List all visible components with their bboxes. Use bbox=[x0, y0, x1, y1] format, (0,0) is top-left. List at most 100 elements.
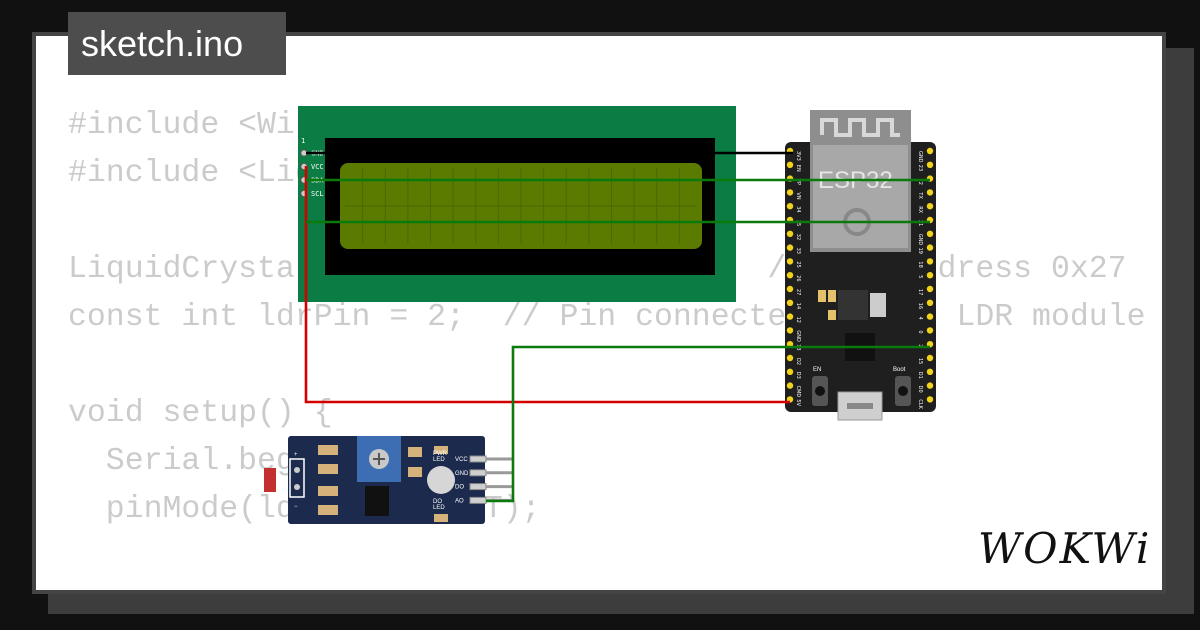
esp32-pin-vn[interactable] bbox=[786, 189, 794, 196]
esp32-pin-label: 27 bbox=[795, 289, 801, 295]
esp32-pin-label: VP bbox=[795, 179, 801, 185]
esp32-pin-d1[interactable] bbox=[926, 368, 934, 375]
esp32-pin-label: D3 bbox=[795, 372, 801, 379]
esp32-pin-23[interactable] bbox=[926, 161, 934, 168]
ldr-pin-label: DO bbox=[455, 485, 464, 491]
esp32-pin-17[interactable] bbox=[926, 285, 934, 293]
esp32-pin-label: EN bbox=[795, 165, 801, 172]
ldr-pin-label: GND bbox=[455, 471, 469, 477]
esp32-pin-label: 16 bbox=[917, 303, 923, 309]
ldr-pin-ao[interactable] bbox=[469, 496, 487, 504]
esp32-pin-34[interactable] bbox=[786, 203, 794, 210]
regulator bbox=[838, 290, 868, 320]
comparator-chip bbox=[365, 486, 389, 516]
esp32-pin-label: 0 bbox=[917, 330, 923, 333]
esp32-pin-label: 12 bbox=[795, 317, 801, 323]
esp32-pin-label: 4 bbox=[917, 317, 923, 320]
esp32-pin-label: D0 bbox=[917, 386, 923, 393]
esp32-pin-33[interactable] bbox=[786, 244, 794, 251]
wire-ldr-out bbox=[486, 345, 930, 503]
wokwi-logo: WOKWi bbox=[978, 524, 1152, 573]
esp32-pin-label: D2 bbox=[795, 358, 801, 365]
resistor bbox=[408, 467, 422, 477]
resistor bbox=[318, 505, 338, 515]
esp32-pin-d0[interactable] bbox=[926, 382, 934, 389]
esp32-pin-label: 34 bbox=[795, 206, 801, 212]
ldr-pin-gnd[interactable] bbox=[469, 469, 487, 477]
esp32-pin-5[interactable] bbox=[926, 272, 934, 279]
esp32-pin-27[interactable] bbox=[786, 285, 794, 293]
esp32-pin-0[interactable] bbox=[926, 327, 934, 334]
esp32-pin-label: 18 bbox=[917, 261, 923, 267]
esp32-pin-label: 25 bbox=[795, 261, 801, 267]
trim-slot-icon bbox=[373, 453, 385, 465]
esp32-pin-label: VN bbox=[795, 192, 801, 199]
esp32-pin-label: GND bbox=[795, 330, 801, 342]
lcd-pin1-mark: 1 bbox=[301, 137, 305, 145]
wire-vcc bbox=[304, 166, 790, 404]
esp32-pin-gnd[interactable] bbox=[786, 327, 794, 334]
boot-button-cap bbox=[898, 386, 908, 396]
lcd-pin-label: SCL bbox=[311, 190, 324, 198]
esp32-pin-clk[interactable] bbox=[926, 396, 934, 403]
esp32-pin-d2[interactable] bbox=[786, 354, 794, 362]
esp32-pin-tx[interactable] bbox=[926, 189, 934, 196]
esp32-pin-label: 23 bbox=[917, 165, 923, 171]
code-line: void setup() { bbox=[68, 396, 333, 431]
esp32-pin-16[interactable] bbox=[926, 299, 934, 306]
esp32-pin-32[interactable] bbox=[786, 230, 794, 237]
esp32-pin-label: 22 bbox=[917, 179, 923, 185]
boot-label: Boot bbox=[893, 367, 906, 373]
resistor bbox=[318, 445, 338, 455]
esp32-pin-4[interactable] bbox=[926, 313, 934, 320]
esp32-pin-label: D1 bbox=[917, 372, 923, 379]
ldr-pin-do[interactable] bbox=[469, 483, 487, 491]
antenna-trace bbox=[820, 118, 900, 137]
esp32-pin-25[interactable] bbox=[786, 258, 794, 265]
esp32-pin-26[interactable] bbox=[786, 272, 794, 279]
lcd-pin-label: VCC bbox=[311, 163, 324, 171]
esp32-pin-12[interactable] bbox=[786, 313, 794, 320]
esp32-pin-18[interactable] bbox=[926, 258, 934, 265]
capacitor bbox=[818, 290, 826, 302]
ldr-sensor bbox=[264, 468, 276, 492]
esp32-pin-d3[interactable] bbox=[786, 368, 794, 375]
esp32-pin-label: TX bbox=[917, 191, 923, 199]
esp32-pin-label: 5 bbox=[917, 275, 923, 278]
regulator-tab bbox=[870, 293, 886, 317]
led-indicator bbox=[427, 466, 455, 494]
capacitor bbox=[828, 310, 836, 320]
esp32-pin-cmd[interactable] bbox=[786, 382, 794, 389]
esp32-pin-en[interactable] bbox=[786, 161, 794, 168]
esp32-pin-label: 15 bbox=[917, 358, 923, 364]
smd-led bbox=[434, 514, 448, 522]
esp32-pin-label: 14 bbox=[795, 303, 801, 309]
ldr-pin-vcc[interactable] bbox=[469, 455, 487, 463]
capacitor bbox=[828, 290, 836, 302]
en-label: EN bbox=[813, 367, 821, 373]
sketch-title: sketch.ino bbox=[68, 12, 286, 75]
resistor bbox=[408, 447, 422, 457]
esp32-pin-label: 33 bbox=[795, 248, 801, 254]
esp32-pin-gnd[interactable] bbox=[926, 230, 934, 237]
plus-label: + bbox=[294, 452, 298, 458]
esp32-pin-rx[interactable] bbox=[926, 203, 934, 210]
esp32-pin-label: CLK bbox=[917, 399, 923, 409]
esp32-pin-label: CMD bbox=[795, 386, 801, 398]
esp32-pin-14[interactable] bbox=[786, 299, 794, 306]
esp32-pin-label: 3V3 bbox=[795, 151, 801, 161]
esp32-pin-19[interactable] bbox=[926, 244, 934, 251]
esp32-pin-label: 5V bbox=[795, 399, 801, 406]
esp32-board[interactable]: ESP32 EN Boot 3V3ENVPVN34353233252627141… bbox=[785, 110, 936, 421]
esp32-pin-gnd[interactable] bbox=[926, 147, 934, 155]
esp32-pin-label: GND bbox=[917, 234, 923, 246]
esp32-pin-label: 26 bbox=[795, 275, 801, 281]
esp32-shield bbox=[813, 145, 908, 248]
esp32-pin-15[interactable] bbox=[926, 354, 934, 362]
ldr-pin-label: AO bbox=[455, 498, 464, 504]
